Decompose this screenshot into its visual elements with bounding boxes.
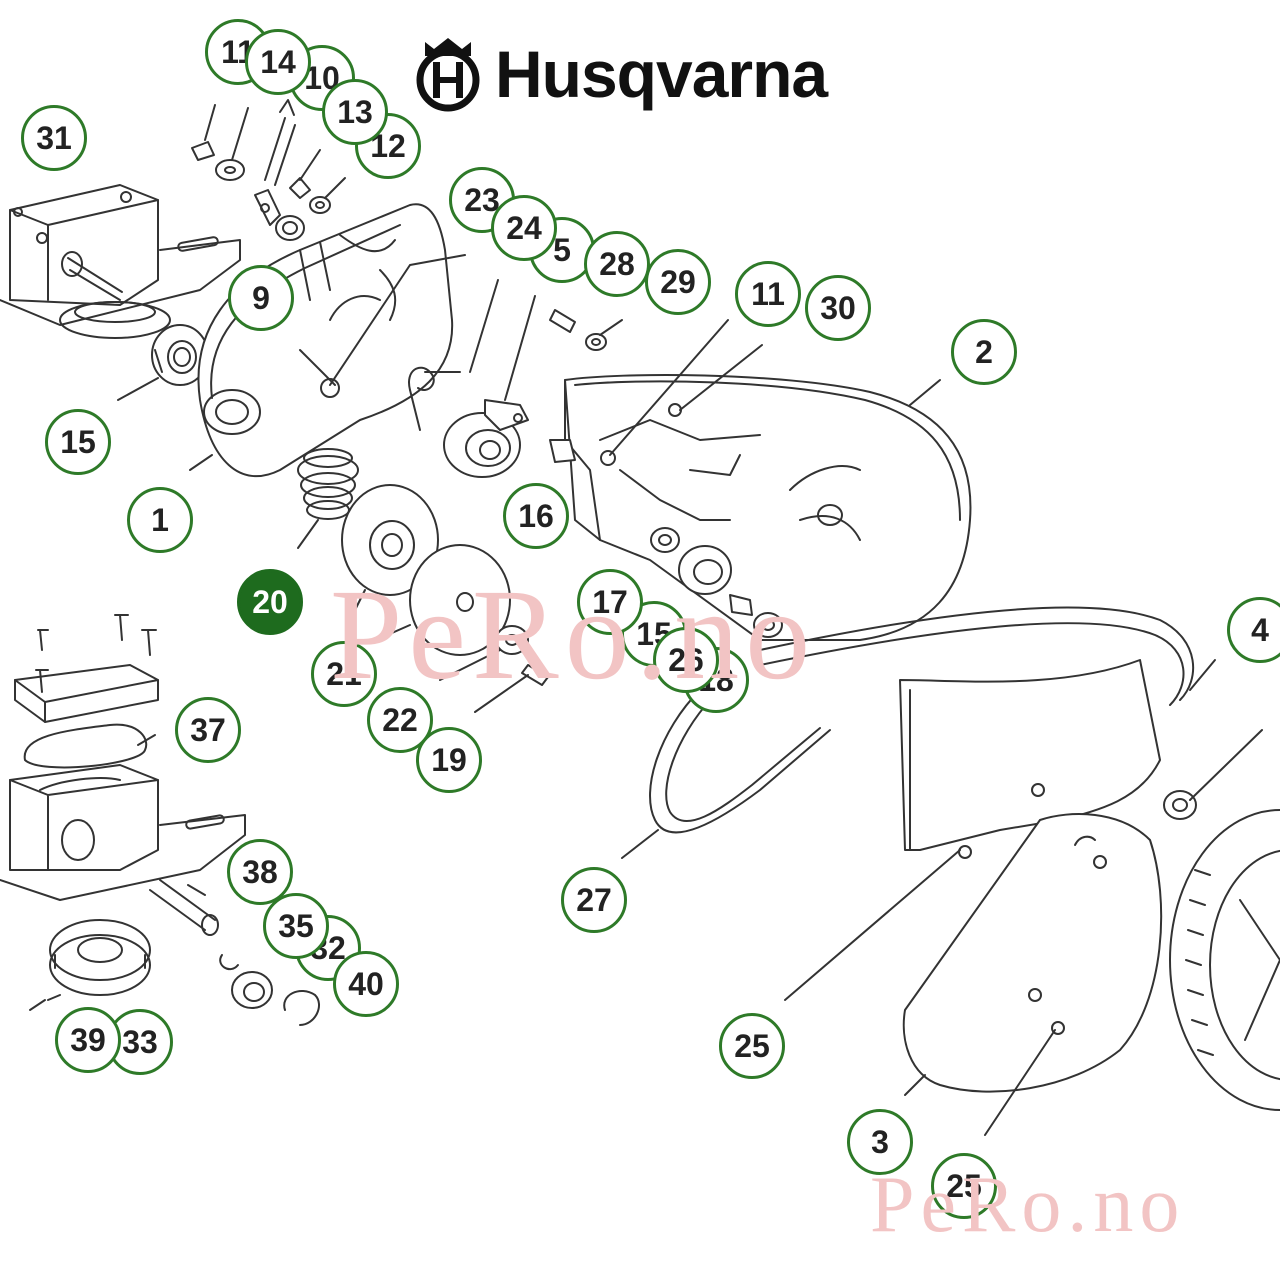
callout-part-28[interactable]: 28 [584, 231, 650, 297]
callout-part-13[interactable]: 13 [322, 79, 388, 145]
leader-lines [47, 107, 1263, 1136]
callout-part-35[interactable]: 35 [263, 893, 329, 959]
brand-name: Husqvarna [495, 37, 828, 111]
callout-part-29[interactable]: 29 [645, 249, 711, 315]
callout-part-11b[interactable]: 11 [735, 261, 801, 327]
pulley-disc [341, 484, 549, 686]
callout-part-25[interactable]: 25 [719, 1013, 785, 1079]
callout-part-14[interactable]: 14 [245, 29, 311, 95]
callout-part-20-selected[interactable]: 20 [237, 569, 303, 635]
v-belt [649, 606, 1194, 834]
callout-part-23[interactable]: 23 [449, 167, 515, 233]
callout-part-26[interactable]: 26 [653, 627, 719, 693]
callout-part-25b[interactable]: 25 [931, 1153, 997, 1219]
lower-pulley-shaft [29, 879, 320, 1026]
belt-cover-housing [197, 203, 454, 478]
callout-part-22[interactable]: 22 [367, 687, 433, 753]
lower-deflector [899, 659, 1163, 1093]
callout-part-27[interactable]: 27 [561, 867, 627, 933]
bearing-upper [151, 324, 209, 386]
callout-part-30[interactable]: 30 [805, 275, 871, 341]
bearings-washers-mid [650, 527, 783, 638]
callout-part-37[interactable]: 37 [175, 697, 241, 763]
callout-part-40[interactable]: 40 [333, 951, 399, 1017]
callout-part-3[interactable]: 3 [847, 1109, 913, 1175]
husqvarna-crown-icon [416, 38, 480, 112]
tension-rod [299, 254, 466, 398]
callout-part-31[interactable]: 31 [21, 105, 87, 171]
idler-pulley [443, 309, 607, 478]
callout-part-21[interactable]: 21 [311, 641, 377, 707]
callout-part-9[interactable]: 9 [228, 265, 294, 331]
callout-part-24[interactable]: 24 [491, 195, 557, 261]
callout-part-16[interactable]: 16 [503, 483, 569, 549]
cone-spring [297, 448, 359, 520]
callout-part-1[interactable]: 1 [127, 487, 193, 553]
small-fasteners-top [191, 99, 331, 241]
callout-part-38[interactable]: 38 [227, 839, 293, 905]
torsion-spring [408, 366, 461, 431]
gearbox-upper [0, 184, 241, 339]
callout-part-39[interactable]: 39 [55, 1007, 121, 1073]
callout-part-2[interactable]: 2 [951, 319, 1017, 385]
gearbox-lower [0, 614, 246, 901]
callout-part-15[interactable]: 15 [45, 409, 111, 475]
callout-part-17[interactable]: 17 [577, 569, 643, 635]
callout-part-4[interactable]: 4 [1227, 597, 1280, 663]
main-belt-housing [549, 374, 972, 641]
wheel-right [1163, 790, 1280, 1111]
brand-logo: Husqvarna [415, 36, 828, 112]
